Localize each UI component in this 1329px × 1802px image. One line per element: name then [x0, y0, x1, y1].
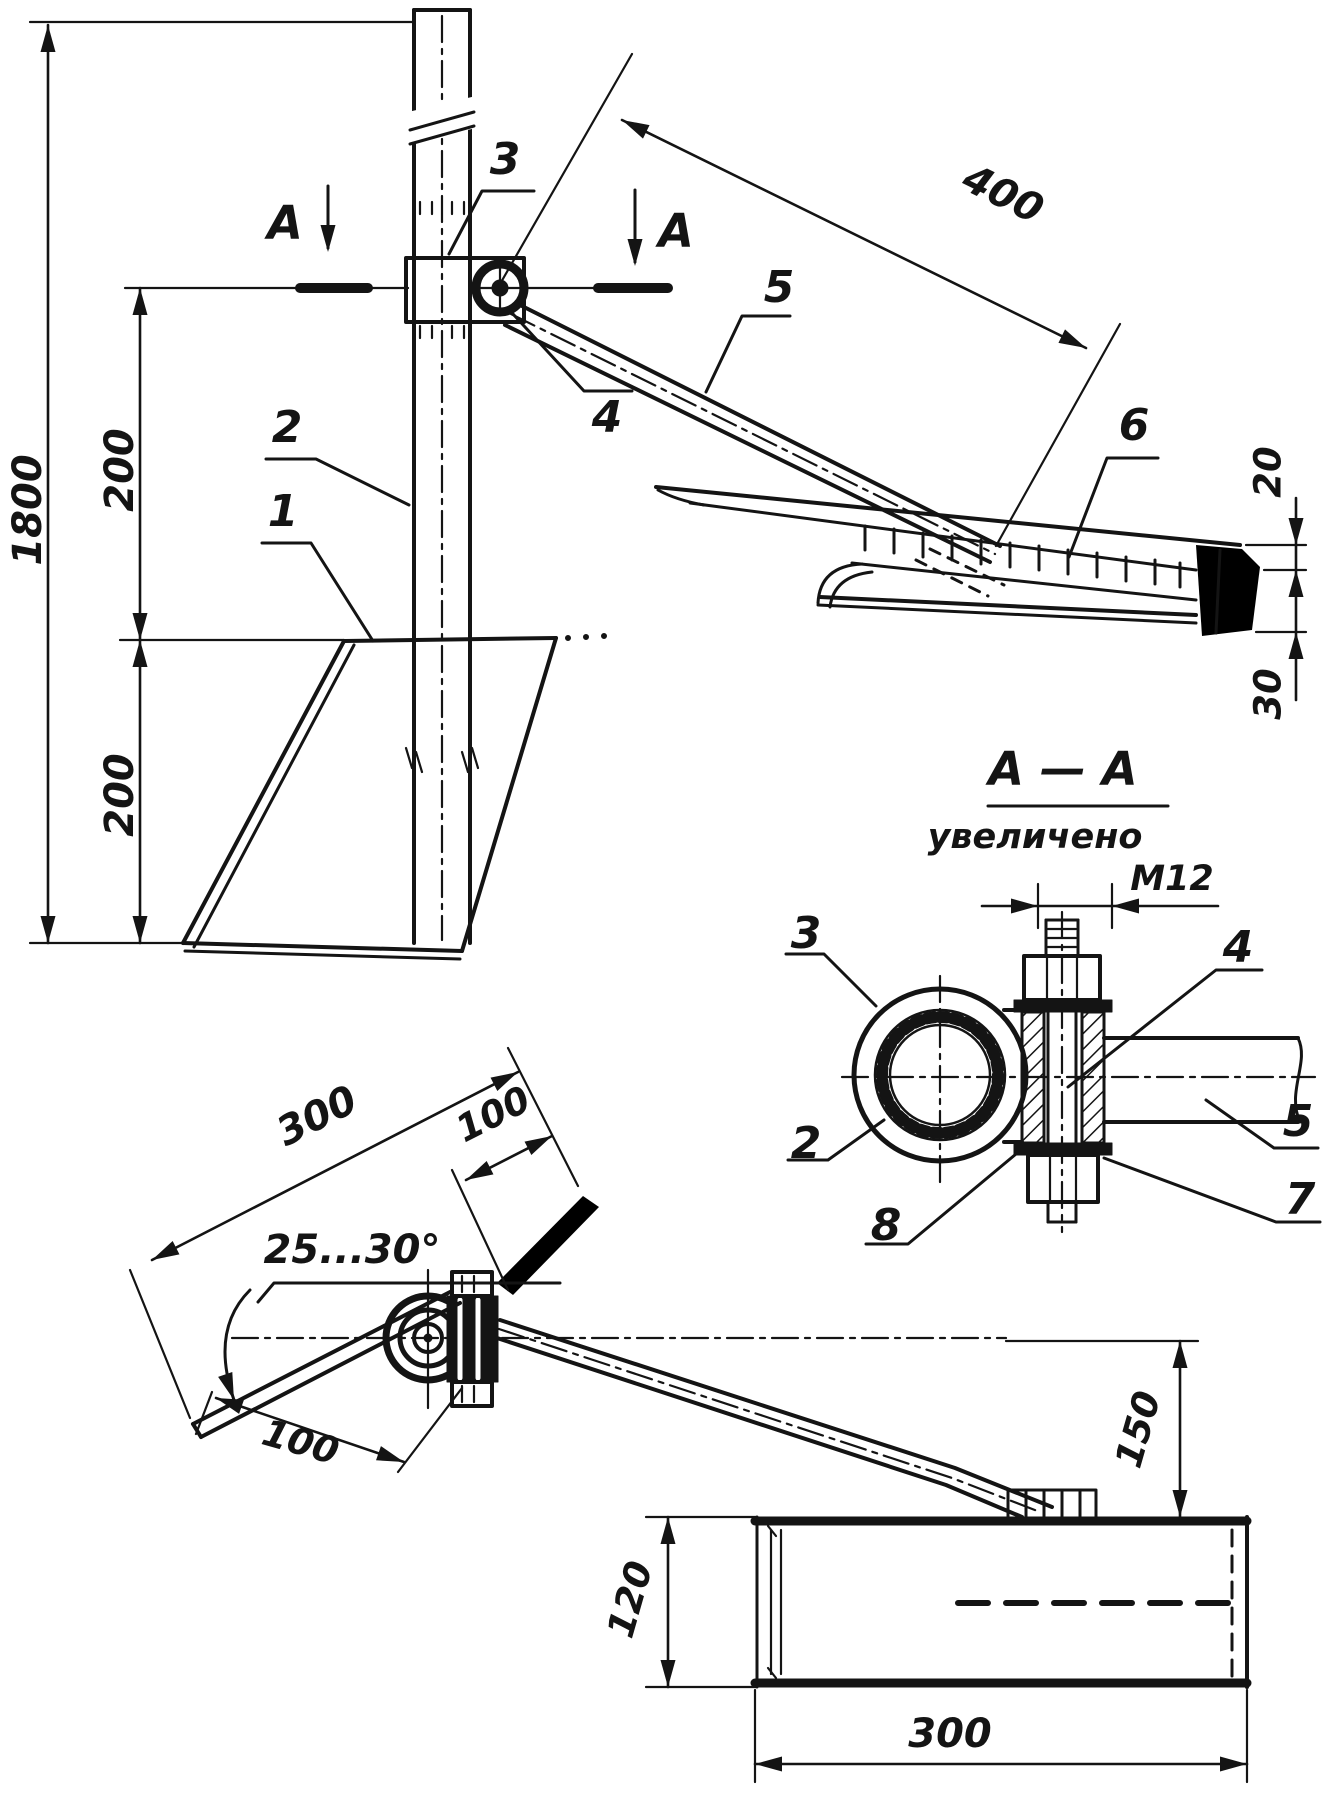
dim-arm-length-text: 400: [954, 155, 1050, 233]
dim-total-height: 1800: [5, 20, 416, 945]
dim-upper-offset-text: 200: [97, 428, 143, 512]
dim-arm-rise-text: 150: [1107, 1386, 1170, 1472]
post-outline: [404, 8, 480, 945]
section-part-label-7: 7: [1285, 1174, 1316, 1225]
front-part-label-6: 6: [1119, 400, 1150, 451]
arm: [503, 301, 1006, 598]
front-part-label-3: 3: [490, 134, 521, 185]
weld-ticks-plate: [404, 746, 480, 774]
dim-blade-head-text: 100: [449, 1078, 537, 1151]
dim-box-length: 300: [753, 1688, 1249, 1784]
dim-blade-length-text: 300: [269, 1077, 364, 1156]
arm-tube-section: [1102, 1036, 1303, 1124]
dim-runner-end: 20 30: [1244, 446, 1308, 720]
front-view: A A 1800 200 200: [5, 8, 1308, 961]
dim-box-height: 120: [599, 1515, 759, 1689]
section-title: A — A: [985, 742, 1137, 796]
blade-head-wedge: [497, 1196, 599, 1295]
side-arm: [495, 1318, 1054, 1519]
blade-plate: [181, 633, 607, 961]
dim-offsets: 200 200: [97, 286, 346, 945]
dim-runner-edge-text: 20: [1247, 446, 1290, 498]
arm-bracket: [1006, 1488, 1098, 1519]
dim-blade-angle-text: 25...30°: [264, 1227, 441, 1273]
dim-arm-rise: 150: [1107, 1339, 1188, 1519]
thread-callout: M12: [980, 859, 1220, 930]
weld-ticks-upper: [418, 200, 466, 216]
dim-box-length-text: 300: [908, 1711, 992, 1757]
side-pivot: [382, 1268, 499, 1410]
thread-callout-text: M12: [1130, 859, 1214, 899]
section-view: A — A увеличено M12: [784, 742, 1322, 1251]
plan-view: 150 120 300: [599, 1339, 1252, 1784]
section-subtitle: увеличено: [928, 817, 1143, 857]
side-clamp-block: [446, 1295, 499, 1383]
weld-ticks-lower: [418, 324, 466, 340]
dim-tip-offset: 100: [194, 1386, 464, 1474]
dim-total-height-text: 1800: [5, 454, 51, 565]
front-part-label-4: 4: [591, 392, 623, 443]
section-part-label-8: 8: [871, 1200, 902, 1251]
section-part-labels: 3 2 8 4 5 7: [784, 908, 1322, 1251]
section-plane: A A: [264, 184, 694, 293]
dim-blade-angle: 25...30°: [218, 1227, 562, 1403]
front-part-label-5: 5: [764, 262, 795, 313]
section-part-label-3: 3: [791, 908, 822, 959]
runner-box: [750, 1515, 1252, 1689]
section-part-label-4: 4: [1222, 922, 1254, 973]
front-part-label-1: 1: [268, 486, 299, 537]
section-part-label-5: 5: [1283, 1096, 1314, 1147]
section-arrow-label-left: A: [264, 196, 303, 250]
runner-teeth: [863, 524, 1182, 589]
bolt-assembly: [1013, 910, 1113, 1234]
section-part-label-2: 2: [791, 1118, 822, 1169]
dim-lower-offset-text: 200: [97, 753, 143, 837]
runner-end-cap: [1196, 545, 1260, 636]
runner: [654, 485, 1260, 636]
front-part-labels: 1 2 3 4 5 6: [260, 134, 1160, 643]
section-arrow-label-right: A: [655, 204, 694, 258]
dim-box-height-text: 120: [599, 1556, 662, 1642]
dim-tip-offset-text: 100: [258, 1411, 344, 1474]
dim-runner-end-text: 30: [1247, 668, 1290, 720]
front-part-label-2: 2: [272, 402, 303, 453]
